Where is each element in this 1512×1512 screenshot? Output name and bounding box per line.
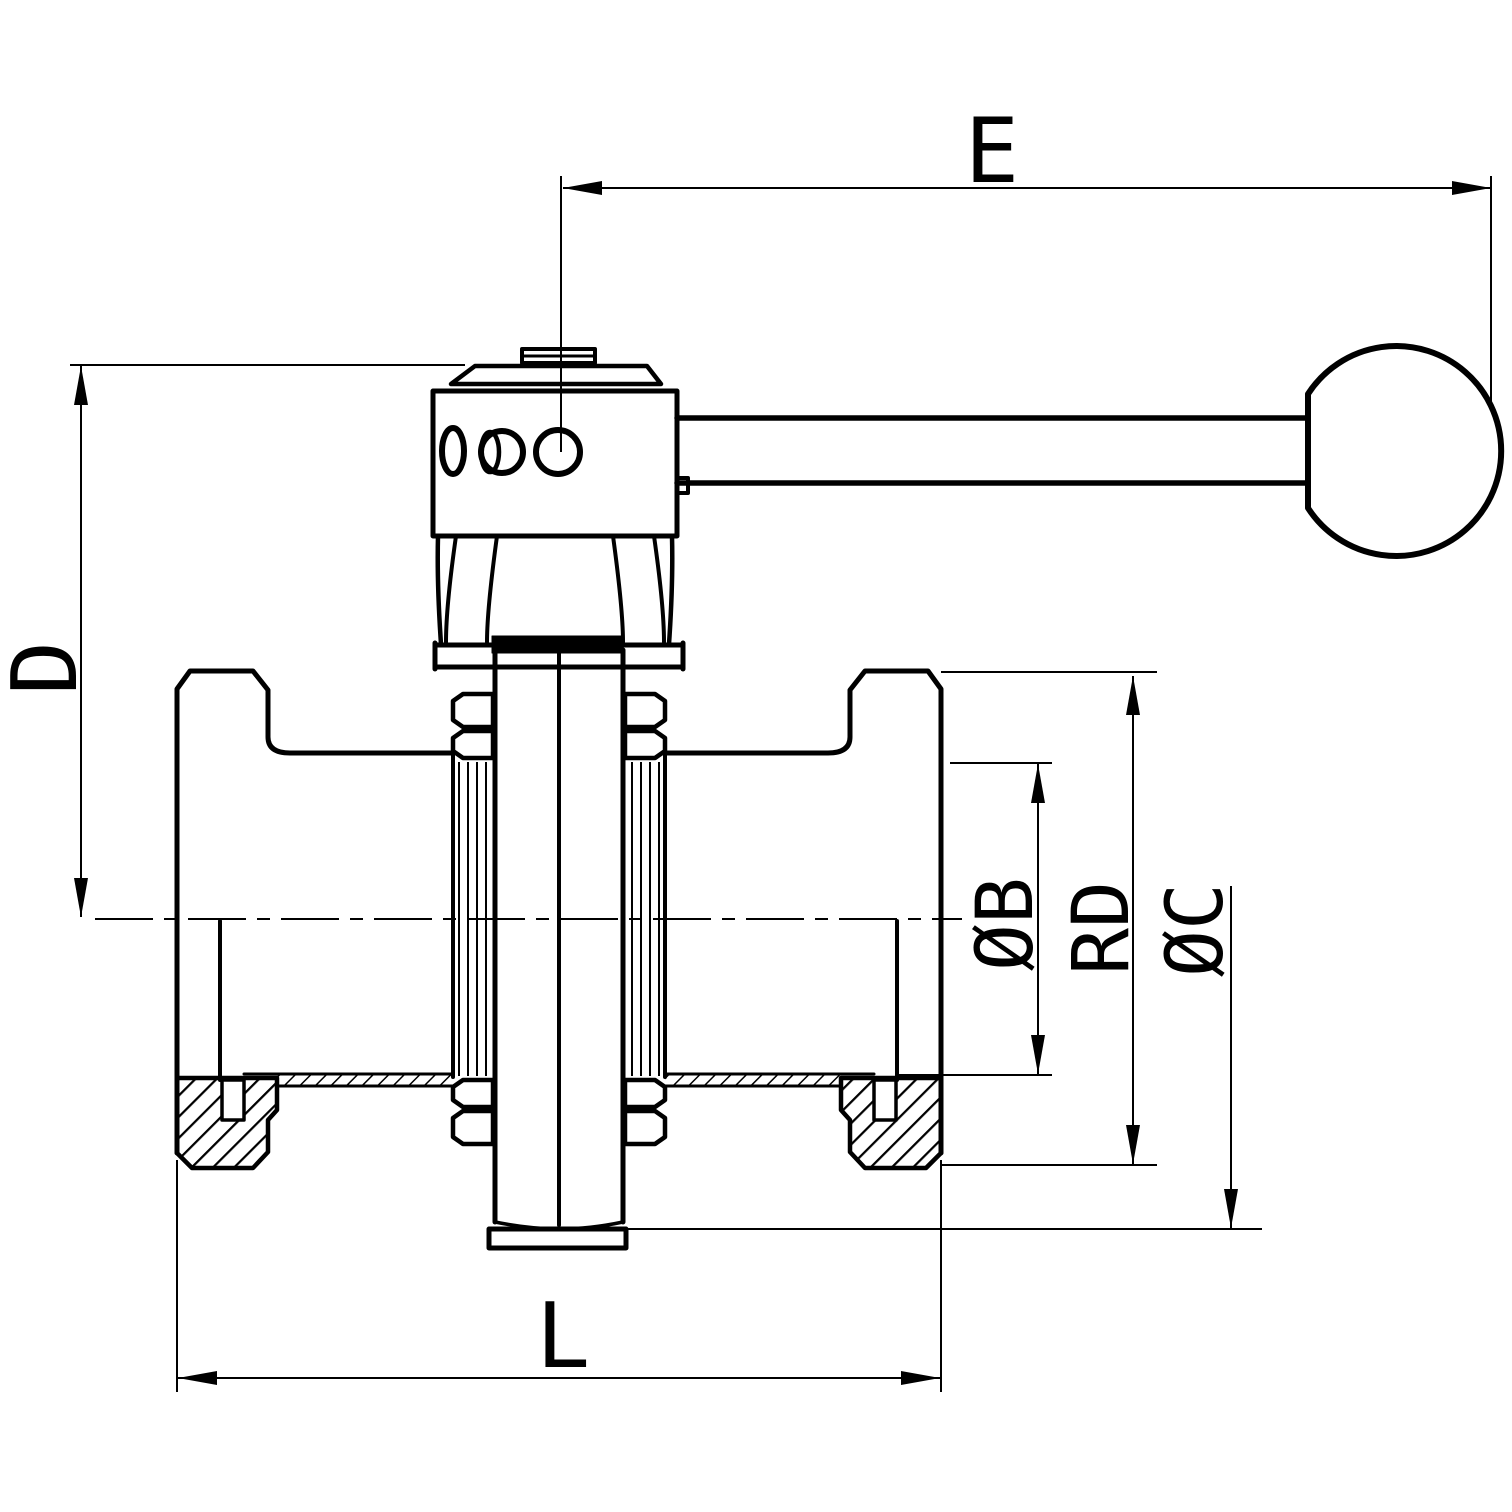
right-flange-outline: [662, 668, 944, 1156]
dim-label-OC: ØC: [1151, 883, 1241, 977]
neck-inner-right-1: [652, 534, 666, 644]
left-clamp-groove: [220, 1078, 246, 1122]
dim-label-L: L: [536, 1284, 590, 1389]
arrow-B-up: [1031, 764, 1045, 803]
neck-outer-right: [666, 533, 675, 647]
packing-nut-bottom-right-1: [622, 1077, 668, 1110]
packing-nut-bottom-left-2: [450, 1108, 496, 1147]
arrow-B-down: [1031, 1035, 1045, 1074]
valve-body: [174, 668, 944, 1171]
dimension-lines: [70, 176, 1492, 1392]
packing-nut-bottom-right-2: [622, 1108, 668, 1147]
left-tube-wall-section: [277, 1074, 453, 1086]
arrow-RD-up: [1126, 676, 1140, 715]
dim-label-RD: RD: [1057, 881, 1147, 975]
packing-nut-bottom-left-1: [450, 1077, 496, 1110]
arrow-D-up: [74, 366, 88, 405]
right-clamp-groove: [872, 1078, 898, 1122]
packing-nut-top-left-1: [450, 691, 496, 730]
neck-inner-left-2: [485, 534, 499, 644]
packing-nut-top-right-1: [622, 691, 668, 730]
neck-inner-left-1: [444, 534, 458, 644]
disc-stem: [450, 635, 668, 1251]
neck-inner-right-2: [611, 534, 625, 644]
packing-nut-top-right-2: [622, 728, 668, 761]
dimension-arrows: [74, 181, 1491, 1385]
handle-ball: [1305, 343, 1505, 559]
left-flange-outline: [174, 668, 456, 1156]
arrow-L-right: [901, 1371, 940, 1385]
left-flange-lip-section: [174, 1075, 280, 1171]
arrow-L-left: [178, 1371, 217, 1385]
right-tube-wall-section: [665, 1074, 841, 1086]
head-hole-middle-inner: [478, 429, 502, 475]
dim-label-D: D: [0, 641, 98, 695]
head-hole-right: [533, 427, 583, 477]
arrow-E-left: [563, 181, 602, 195]
arrow-RD-down: [1126, 1125, 1140, 1164]
head-hole-left: [439, 425, 467, 477]
actuator-head: [430, 347, 690, 672]
head-hole-middle: [478, 428, 526, 476]
arrow-D-down: [74, 878, 88, 917]
neck-outer-left: [435, 533, 444, 647]
packing-nut-top-left-2: [450, 728, 496, 761]
handle: [674, 343, 1505, 559]
seat-liner-lines: [458, 762, 660, 1076]
head-body: [430, 388, 680, 539]
stem-collar: [491, 635, 624, 654]
disc-bottom-cap: [486, 1226, 629, 1251]
arrow-E-right: [1452, 181, 1491, 195]
right-flange-lip-section: [838, 1075, 944, 1171]
arrow-C-down: [1224, 1189, 1238, 1228]
dim-label-E: E: [965, 99, 1019, 204]
dim-label-OB: ØB: [961, 877, 1051, 971]
head-top-trapezoid: [448, 363, 664, 387]
